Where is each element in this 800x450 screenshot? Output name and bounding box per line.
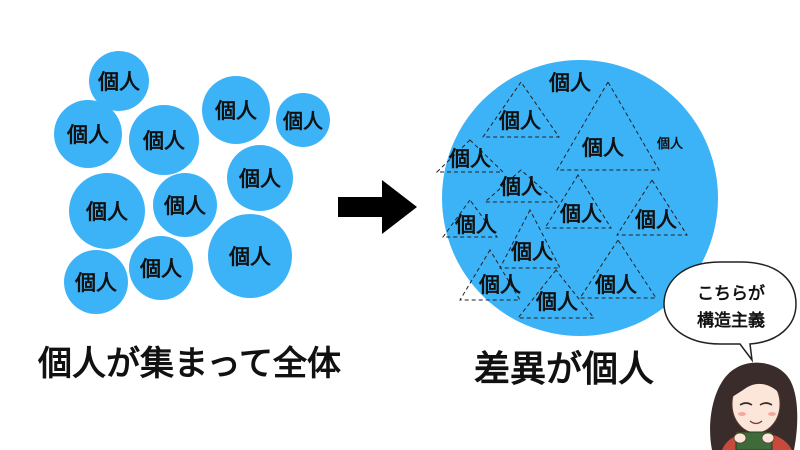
whole-circle-group: 個人 個人 個人 個人 個人 個人 個人 個人 個人 個人 個人 個人 個人 (435, 60, 718, 336)
speech-bubble: こちらが 構造主義 (663, 261, 797, 363)
right-arrow-icon (338, 180, 417, 234)
svg-text:個人: 個人 (282, 109, 324, 133)
svg-text:個人: 個人 (499, 175, 542, 199)
individual-circle: 個人 (54, 100, 122, 168)
difference-labels: 個人 個人 個人 個人 個人 個人 個人 個人 個人 個人 個人 個人 個人 (448, 71, 684, 314)
svg-text:個人: 個人 (448, 147, 491, 171)
individual-circle: 個人 (69, 173, 145, 249)
svg-text:個人: 個人 (594, 273, 637, 297)
svg-text:個人: 個人 (656, 136, 684, 152)
svg-text:個人: 個人 (634, 208, 677, 232)
whole-circle (442, 60, 718, 336)
svg-text:個人: 個人 (163, 194, 206, 218)
bubble-line-1: こちらが (697, 283, 765, 304)
svg-text:個人: 個人 (581, 136, 624, 160)
svg-text:個人: 個人 (139, 257, 182, 281)
svg-text:個人: 個人 (66, 123, 109, 147)
individual-circle: 個人 (89, 51, 149, 111)
svg-text:個人: 個人 (74, 271, 117, 295)
svg-text:個人: 個人 (228, 245, 271, 269)
individual-circle: 個人 (153, 173, 217, 237)
svg-text:個人: 個人 (535, 290, 578, 314)
left-circles-group: 個人 個人 個人 個人 個人 個人 個人 個人 (54, 51, 330, 314)
svg-text:個人: 個人 (238, 167, 281, 191)
individual-circle: 個人 (129, 236, 193, 300)
svg-text:個人: 個人 (548, 71, 591, 95)
individual-circle: 個人 (202, 76, 270, 144)
svg-text:個人: 個人 (510, 240, 553, 264)
woman-avatar-icon (710, 362, 798, 450)
svg-text:個人: 個人 (478, 273, 521, 297)
individual-circle: 個人 (129, 105, 199, 175)
svg-text:個人: 個人 (214, 99, 257, 123)
individual-circle: 個人 (64, 250, 128, 314)
individual-circle: 個人 (208, 214, 292, 298)
individual-circle: 個人 (227, 145, 293, 211)
right-caption: 差異が個人 (474, 349, 655, 390)
left-caption: 個人が集まって全体 (38, 344, 341, 384)
svg-text:個人: 個人 (498, 109, 541, 133)
bubble-line-2: 構造主義 (697, 310, 765, 331)
svg-text:個人: 個人 (97, 70, 140, 94)
svg-text:個人: 個人 (142, 129, 185, 153)
svg-text:個人: 個人 (85, 200, 128, 224)
svg-text:個人: 個人 (454, 213, 497, 237)
individual-circle: 個人 (276, 93, 330, 147)
difference-triangles (435, 81, 688, 319)
svg-text:個人: 個人 (559, 202, 602, 226)
